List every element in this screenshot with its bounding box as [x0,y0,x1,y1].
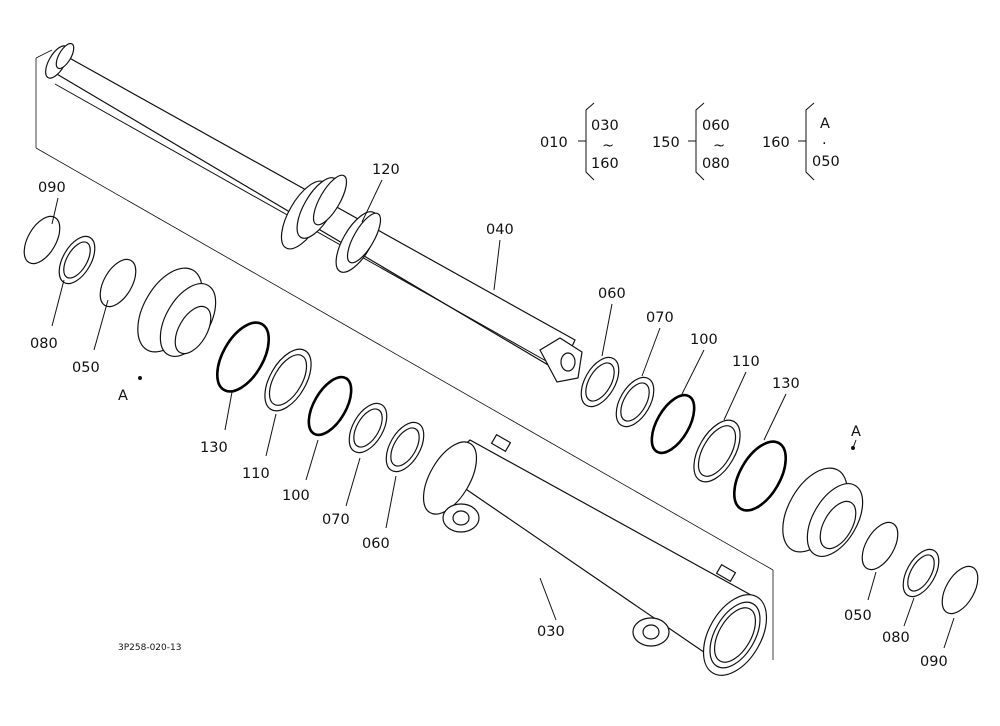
oring-100-left [307,375,353,437]
label-080-left: 080 [30,336,58,352]
label-050-left: 050 [72,360,100,376]
label-030: 030 [537,624,565,640]
bushing-050-left [99,258,137,308]
part-labels: 120 040 030 090 080 050 A 130 110 100 07… [30,162,948,670]
legend-group2-parent: 150 [652,135,680,151]
legend-group1-parent: 010 [540,135,568,151]
label-070-right: 070 [646,310,674,326]
oring-130-right [732,440,788,512]
label-090-right: 090 [920,654,948,670]
label-A-right: A [851,424,861,440]
drawing-code: 3P258-020-13 [118,643,181,653]
label-100-left: 100 [282,488,310,504]
legend-group1-sep: ~ [602,138,614,154]
label-040: 040 [486,222,514,238]
label-130-right: 130 [772,376,800,392]
legend-group1-from: 030 [591,118,619,134]
legend-group3-from: A [820,116,830,132]
piston-rod [45,42,583,383]
oring-100-right [650,393,696,455]
label-130-left: 130 [200,440,228,456]
snap-ring-090-right [941,565,979,615]
label-060-right: 060 [598,286,626,302]
label-110-left: 110 [242,466,270,482]
label-080-right: 080 [882,630,910,646]
frame-lines [35,49,774,660]
legend-group2-sep: ~ [713,138,725,154]
label-090-left: 090 [38,180,66,196]
legend-group3-parent: 160 [762,135,790,151]
snap-ring-090-left [23,215,61,265]
label-100-right: 100 [690,332,718,348]
leader-lines [51,179,955,649]
legend-group2-from: 060 [702,118,730,134]
legend-brackets [578,102,815,181]
label-A-left: A [118,388,128,404]
label-120: 120 [372,162,400,178]
label-050-right: 050 [844,608,872,624]
legend-group3-sep: · [822,136,827,152]
legend-group2-to: 080 [702,156,730,172]
legend-group3-to: 050 [812,154,840,170]
label-070-left: 070 [322,512,350,528]
oring-130-left [215,321,271,393]
label-060-left: 060 [362,536,390,552]
label-110-right: 110 [732,354,760,370]
legend-group1-to: 160 [591,156,619,172]
right-parts [580,356,979,615]
cylinder-tube [422,433,768,676]
legend: 010 030 ~ 160 150 060 ~ 080 160 A · 050 [540,116,840,172]
bushing-050-right [861,521,899,571]
left-parts [23,215,425,473]
